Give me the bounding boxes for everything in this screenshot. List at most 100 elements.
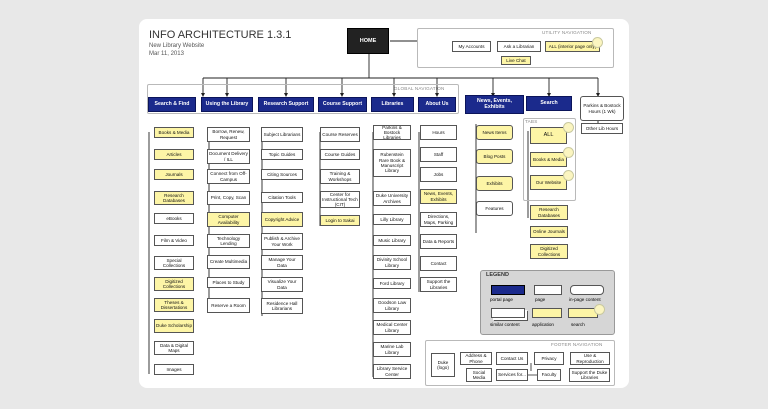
node: Training & Workshops [320, 169, 360, 184]
legend-similar-label: similar content [490, 322, 520, 327]
node: Course Reserves [320, 127, 360, 142]
footer-use-reproduction: Use & Reproduction [570, 352, 610, 365]
legend-page-label: page [535, 297, 546, 302]
node: Film & Video [154, 235, 194, 246]
node: Computer Availability [207, 212, 250, 227]
legend-title: LEGEND [486, 272, 509, 278]
tab-our-website: Our Website [530, 175, 567, 190]
node: Articles [154, 149, 194, 160]
node: Journals [154, 169, 194, 180]
node: Center for Instructional Tech (CIT) [320, 191, 360, 208]
global-navigation-group [147, 84, 459, 114]
search-indicator [563, 122, 574, 133]
node: Reserve a Room [207, 298, 250, 313]
diagram-title: INFO ARCHITECTURE 1.3.1 [149, 29, 292, 41]
node: Goodson Law Library [373, 298, 411, 313]
node: Manage Your Data [261, 255, 303, 270]
nav-search-find: Search & Find [148, 97, 196, 112]
nav-libraries: Libraries [371, 97, 414, 112]
node: Print, Copy, Scan [207, 191, 250, 205]
node: Research Databases [154, 191, 194, 205]
search-indicator [594, 304, 605, 315]
node: Technology Lending [207, 234, 250, 248]
node: Support the Libraries [420, 277, 457, 292]
node: Subject Librarians [261, 127, 303, 142]
node: Blog Posts [476, 149, 513, 164]
node: Hours [420, 125, 457, 140]
utility-navigation-label: UTILITY NAVIGATION [542, 30, 592, 35]
other-lib-hours: Other Lib Hours [581, 123, 623, 134]
legend-application-label: application [532, 322, 554, 327]
node: Staff [420, 147, 457, 162]
footer-privacy: Privacy [534, 352, 564, 365]
node: Borrow, Renew, Request [207, 127, 250, 142]
legend-similar-swatch [491, 308, 525, 318]
utility-live-chat: Live Chat [501, 56, 531, 65]
node: Places to Study [207, 277, 250, 288]
nav-using-library: Using the Library [201, 97, 253, 112]
nav-news-events: News, Events, Exhibits [465, 95, 524, 114]
legend-inpage-label: in-page content [569, 297, 601, 302]
node: Residence Hall Librarians [261, 298, 303, 314]
node: Data & Reports [420, 234, 457, 249]
node: Rubenstein Rare Book & Manuscript Librar… [373, 149, 411, 177]
footer-address-phone: Address & Phone [460, 352, 492, 365]
tab-all: ALL [530, 127, 567, 144]
global-navigation-label: GLOBAL NAVIGATION [394, 86, 445, 91]
legend-portal-label: portal page [490, 297, 513, 302]
node: Digitized Collections [530, 244, 568, 259]
node: Ford Library [373, 278, 411, 289]
footer-support-duke: Support the Duke Libraries [569, 368, 610, 382]
legend-search-label: search [571, 322, 585, 327]
node: Jobs [420, 167, 457, 182]
legend-page-swatch [534, 285, 562, 295]
home-node: HOME [347, 28, 389, 54]
node: Copyright Advice [261, 212, 303, 227]
tabs-label: TABS [525, 119, 538, 124]
search-indicator [563, 170, 574, 181]
node: Connect from Off-Campus [207, 169, 250, 184]
footer-connectors [528, 363, 537, 376]
tabs-group [523, 118, 576, 201]
node: Medical Center Library [373, 320, 411, 335]
node: Lilly Library [373, 214, 411, 225]
node: Visualize Your Data [261, 277, 303, 292]
nav-research-support: Research Support [258, 97, 314, 112]
footer-navigation-group [425, 340, 615, 386]
legend-box [480, 270, 615, 335]
utility-navigation-group [417, 28, 614, 68]
footer-contact-us: Contact Us [496, 352, 528, 365]
node: Create Multimedia [207, 255, 250, 269]
diagram-date: Mar 11, 2013 [149, 51, 184, 57]
node: Citing Sources [261, 169, 303, 180]
footer-services-for: Services for... [496, 369, 528, 381]
node: Directions, Maps, Parking [420, 212, 457, 227]
node: Document Delivery / ILL [207, 149, 250, 164]
node: Online Journals [530, 226, 568, 238]
nav-course-support: Course Support [318, 97, 367, 112]
utility-ask-librarian: Ask a Librarian [497, 41, 541, 52]
node: Library Service Center [373, 364, 411, 379]
node: Special Collections [154, 256, 194, 270]
node: Login to Sakai [320, 215, 360, 226]
node: Divinity School Library [373, 255, 411, 270]
diagram-subtitle: New Library Website [149, 43, 205, 49]
node: Duke University Archives [373, 191, 411, 206]
node: Publish & Archive Your Work [261, 233, 303, 250]
node: Duke Scholarship [154, 319, 194, 333]
nav-search: Search [526, 96, 572, 111]
node: eBooks [154, 213, 194, 224]
nav-about-us: About Us [418, 97, 456, 112]
footer-navigation-label: FOOTER NAVIGATION [551, 342, 603, 347]
legend-inpage-swatch [570, 285, 604, 295]
node: Parkins & Bostock Libraries [373, 125, 411, 140]
node: Exhibits [476, 176, 513, 191]
node: News, Events, Exhibits [420, 189, 457, 204]
node: Contact [420, 256, 457, 271]
legend-application-swatch [532, 308, 562, 318]
node: Course Guides [320, 149, 360, 160]
legend-portal-swatch [491, 285, 525, 295]
node: News Items [476, 125, 513, 140]
node: Books & Media [154, 127, 194, 138]
footer-social-media: Social Media [466, 368, 492, 382]
